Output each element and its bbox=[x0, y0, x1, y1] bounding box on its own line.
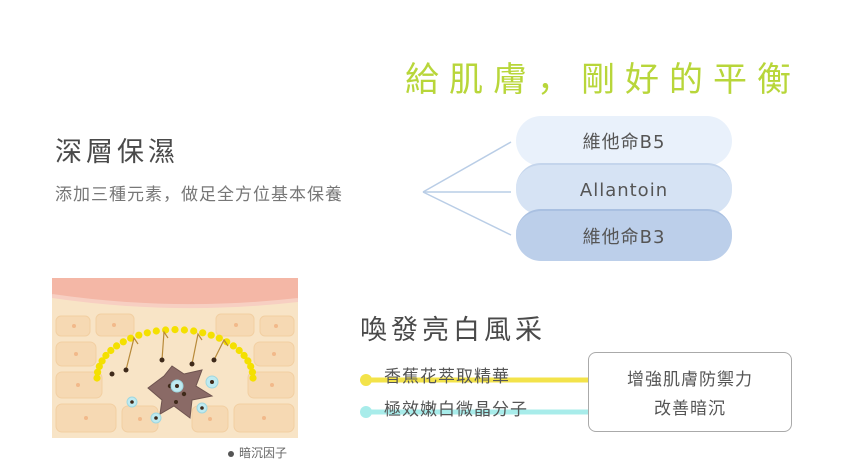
skin-illustration bbox=[52, 278, 298, 438]
arc-dot bbox=[107, 346, 115, 355]
arc-dot bbox=[223, 338, 231, 346]
arc-dot bbox=[127, 334, 135, 342]
arc-dot bbox=[247, 362, 255, 370]
dark-spot-dot-icon bbox=[228, 450, 234, 457]
arc-dot bbox=[199, 329, 207, 337]
ingredient-banana-flower: 香蕉花萃取精華 bbox=[384, 367, 510, 387]
legend-label: 暗沉因子 bbox=[239, 446, 288, 460]
arc-dot bbox=[93, 374, 101, 382]
ingredient-pill-allantoin: Allantoin bbox=[516, 163, 732, 215]
arc-dot bbox=[240, 351, 248, 360]
result-line-1: 增強肌膚防禦力 bbox=[627, 370, 753, 390]
result-line-2: 改善暗沉 bbox=[654, 399, 726, 419]
arc-dot bbox=[143, 329, 151, 337]
result-box: 增強肌膚防禦力 改善暗沉 bbox=[588, 352, 792, 432]
arc-dot bbox=[249, 374, 257, 382]
arc-dot bbox=[113, 342, 121, 350]
arc-dot bbox=[207, 331, 215, 339]
arc-dot bbox=[152, 327, 160, 335]
arc-dot bbox=[180, 326, 188, 334]
arc-dot bbox=[135, 331, 143, 339]
arc-dot bbox=[162, 326, 170, 334]
arc-dot bbox=[235, 346, 243, 355]
arc-dot bbox=[94, 368, 102, 376]
arc-dot bbox=[98, 357, 106, 365]
arc-dot bbox=[190, 327, 198, 335]
arc-dot bbox=[119, 338, 127, 346]
arc-dot bbox=[102, 351, 110, 360]
page-title: 給肌膚，剛好的平衡 bbox=[405, 60, 801, 100]
ingredient-pill-b3: 維他命B3 bbox=[516, 209, 732, 261]
arc-dot bbox=[244, 357, 252, 365]
section-subtitle-moisture: 添加三種元素，做足全方位基本保養 bbox=[55, 185, 343, 205]
ingredient-whitening-micro: 極效嫩白微晶分子 bbox=[384, 400, 528, 420]
arc-dot bbox=[248, 368, 256, 376]
arc-dot bbox=[95, 362, 103, 370]
section-heading-moisture: 深層保濕 bbox=[55, 137, 179, 168]
arc-dot bbox=[215, 334, 223, 342]
section-heading-brightening: 喚發亮白風采 bbox=[360, 315, 546, 346]
ingredient-pill-b5: 維他命B5 bbox=[516, 116, 732, 166]
arc-dot bbox=[229, 342, 237, 350]
arc-dot bbox=[171, 326, 179, 334]
connector-lines bbox=[422, 141, 512, 236]
legend-dark-spot: 暗沉因子 bbox=[228, 444, 287, 461]
